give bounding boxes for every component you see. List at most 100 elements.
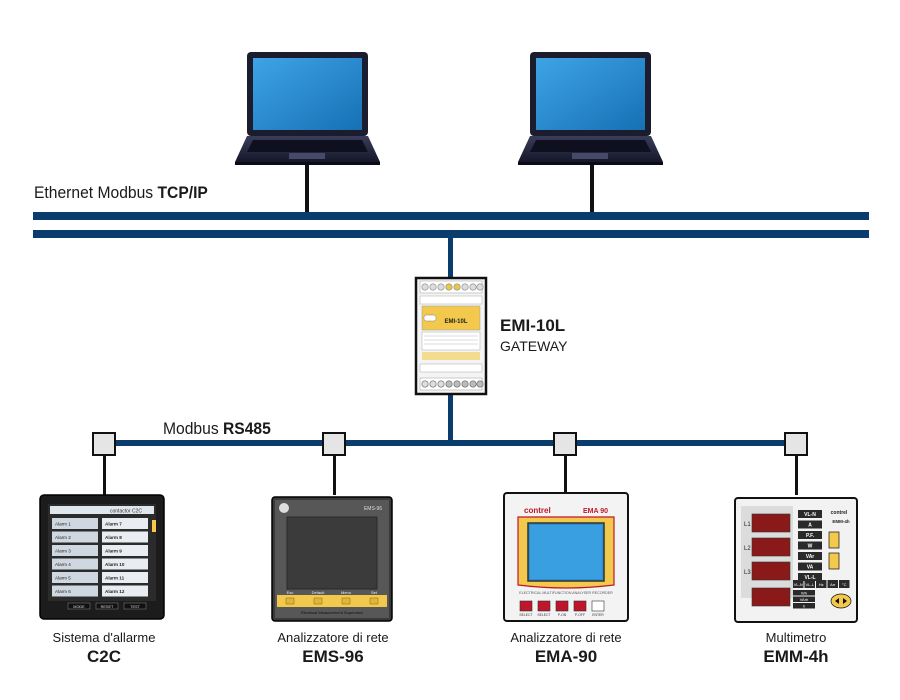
ema90-key [591,600,605,612]
alarm-cell [52,572,98,583]
emm4h-bottom-label: VL-L [806,582,815,587]
device-type: Multimetro [765,630,827,645]
alarm-cell [102,558,148,570]
c2c-button [67,602,91,610]
emm4h-unit-tag [798,520,822,529]
ema90-brand: contrel [524,506,551,515]
ema90-key-label: P-OFF [575,613,585,617]
ems96-key-label: Default [312,590,326,595]
ethernet-bus [33,162,869,280]
emm4h-unit-tag [798,510,822,518]
ethernet-label-prefix: Ethernet Modbus [34,183,154,202]
alarm-cell [52,531,98,543]
emm4h-energy-display [751,587,791,607]
emm4h-unit-label: VL-N [804,512,816,518]
emm4h-unit-label: VAr [806,554,815,560]
emm4h-unit-tag [798,552,822,560]
alarm-label: Alarm 12 [105,589,125,594]
emm4h-unit-label: P.F. [806,533,815,539]
rs485-node [553,432,577,495]
ema90-key [519,600,533,612]
emm4h-line-label: L1 [744,522,751,528]
device-caption: Analizzatore di rete EMS-96 [243,630,423,667]
gateway-downlink [448,392,453,442]
emm4h-bottom-label: Hz [819,582,824,587]
emm4h-bottom-tag [827,580,838,588]
emm4h-bottom-tag [793,580,804,588]
ema90-key-label: P-ON [558,613,567,617]
emm4h-brand: contrel [831,510,848,516]
device-type: Analizzatore di rete [510,630,622,645]
ema90-key [573,600,587,612]
emm4h-energy-tag [793,590,815,596]
rs485-label: Modbus RS485 [163,419,271,439]
alarm-cell [102,531,148,543]
laptop2-cable [590,162,594,212]
ema90-key [555,600,569,612]
gateway-name: EMI-10L [500,316,566,335]
ema90-key-label: ENTER [592,613,604,617]
alarm-label: Alarm 8 [105,535,122,540]
ems96-key-label: Menu [341,590,351,595]
alarm-cell [102,518,148,529]
ems96-footer: Electrical Measurement Supervisor [301,610,364,615]
c2c-button-label: RESET [101,605,114,609]
device-type: Sistema d'allarme [52,630,156,645]
emm4h-energy-label: h [803,603,805,608]
emm4h-energy-label: VArh [800,597,809,602]
c2c-button [123,602,147,610]
emm4h-unit-tag [798,562,822,571]
ema90-key-label: SELECT [519,613,532,617]
emm4h-unit-tag [798,531,822,539]
alarm-cell [52,558,98,570]
emm4h-unit-label: VA [807,565,814,571]
emm4h-display [751,537,791,557]
device-caption: Sistema d'allarme C2C [14,630,194,667]
alarm-label: Alarm 5 [55,576,71,581]
alarm-label: Alarm 7 [105,522,122,527]
alarm-label: Alarm 4 [55,562,71,567]
c2c-button [95,602,119,610]
ema90-tagline: ELECTRICAL MULTIFUNCTION ANALYSER RECORD… [519,591,613,595]
c2c-screen-title: contactor C2C [110,509,142,515]
emm4h-bottom-tag [839,580,850,588]
device-caption: Multimetro EMM-4h [706,630,886,667]
c2c-button-label: MODE [73,605,85,609]
alarm-cell [52,518,98,529]
rs485-node [92,432,116,495]
alarm-cell [52,585,98,597]
ems96-key [341,597,351,605]
emm4h-bottom-tag [816,580,827,588]
emm4h-unit-tag [798,573,822,581]
rs485-label-prefix: Modbus [163,419,219,438]
emm4h-display [751,513,791,533]
alarm-cell [102,572,148,583]
device-name: EMS-96 [302,647,364,666]
emm4h-energy-label: Wh [801,590,807,595]
laptop-icon [518,52,663,165]
alarm-label: Alarm 9 [105,549,122,554]
alarm-label: Alarm 10 [105,562,125,567]
emm4h-model-label: EMM-4h [832,519,849,524]
emm4h-line-label: L3 [744,570,751,576]
ema90-key [537,600,551,612]
ems96-model-label: EMS-96 [364,506,382,512]
emm4h-bottom-label: °C [842,582,847,587]
device-name: C2C [86,647,121,666]
ema90-model-label: EMA 90 [583,508,608,515]
emm4h-bottom-label: Arr [830,582,836,587]
ems96-key [369,597,379,605]
emm4h-unit-label: W [808,544,813,550]
rs485-bus-line [104,440,797,446]
alarm-label: Alarm 2 [55,535,71,540]
ema90-key-label: SELECT [537,613,550,617]
ems96-key [285,597,295,605]
rs485-node [784,432,808,495]
gateway-sub: GATEWAY [500,338,568,354]
device-name: EMM-4h [763,647,829,666]
ems96-key [313,597,323,605]
emm4h-unit-label: A [808,523,812,529]
